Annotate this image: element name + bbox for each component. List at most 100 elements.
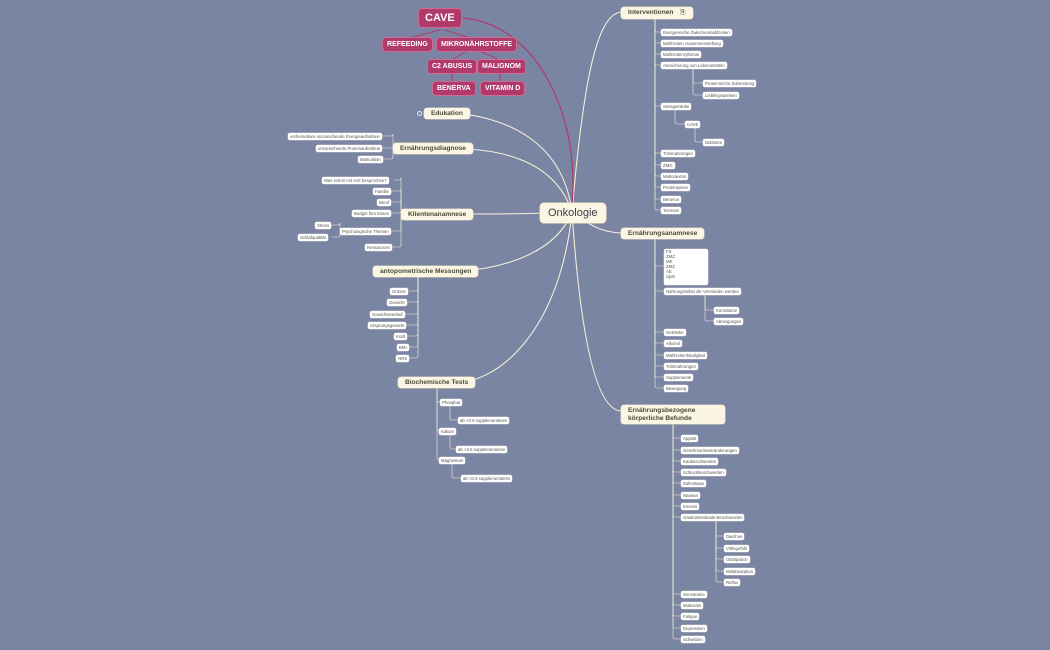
anthro-item[interactable]: NRS [396,355,410,362]
anthro-item[interactable]: Ursprungsgewicht [368,322,407,329]
intervention-item[interactable]: Tocresin [661,207,681,214]
gi-item[interactable]: Obstipation [724,556,750,563]
bio-subitem[interactable]: ab <0.5 supplementieren [458,417,510,424]
klienten-item-psychologische-themen[interactable]: Psychologische Themen [340,228,391,235]
anthro-item[interactable]: Kraft [394,333,408,340]
branch-ernaehrungsanamnese[interactable]: Ernährungsanamnese [621,228,705,239]
klienten-item[interactable]: Ressourcen [365,244,392,251]
edge-gi-item [715,519,725,572]
cave-item-refeeding[interactable]: REFEEDING [383,38,432,51]
befunde-item[interactable]: Schwitzen [681,636,705,643]
suess-cave[interactable]: CAVE [685,121,701,128]
anamnese-item[interactable]: Getränke [664,329,686,336]
befunde-item[interactable]: Kaubeschwerden [681,458,719,465]
diagnose-item[interactable]: Malnutition [358,156,383,163]
anreicherung-item[interactable]: Lieblingsspeisen [703,92,739,99]
cave-item-vitamin-d[interactable]: VITAMIN D [481,82,525,95]
befunde-item[interactable]: Geschmacksveränderungen [681,447,739,454]
branch-anthropometrische-messungen[interactable]: antopometrische Messungen [373,266,479,277]
gi-item[interactable]: Völlegefühl [724,545,750,552]
intervention-item[interactable]: Mahlzeitenrythmus [661,51,702,58]
branch-klientenanamnese[interactable]: Klientenanamnese [401,209,474,220]
branch-biochemische-tests[interactable]: Biochemische Tests [398,377,476,388]
edge-diagnose-item [370,133,394,150]
branch-interventionen[interactable]: Interventionen ⎘ [621,7,693,19]
gi-item[interactable]: Malabsorption [724,568,755,575]
anthro-item[interactable]: BMI [397,344,409,351]
edge-befunde-item [672,424,682,496]
befunde-item[interactable]: Xerostomie [681,591,707,598]
note-line: AE [666,268,672,274]
anamnese-item[interactable]: Trinknahrungen [664,363,698,370]
intervention-item[interactable]: Mahlzeiten zusammenstellung [661,40,723,47]
befunde-item[interactable]: Nausea [681,492,700,499]
vermieden-item[interactable]: Konsistenz [714,307,740,314]
branch-ernaehrungsdiagnose[interactable]: Ernährungsdiagnose [393,143,473,154]
intervention-item-anreicherung[interactable]: Anreicherung von Lebensmitteln [661,62,727,69]
cave-item-mikronaehrstoffe[interactable]: MIKRONÄHRSTOFFE [437,38,517,51]
intervention-item[interactable]: Maltodextrin [661,173,689,180]
cave-diabetes[interactable]: Diabetes [703,139,724,146]
cave-item-malignom[interactable]: MALIGNOM [478,60,525,73]
branch-koerperliche-befunde[interactable]: Ernährungsbezogene körperliche Befunde [621,405,725,425]
edge-intervention-item [654,16,662,211]
diagnose-item[interactable]: vorhersebare unzureichende Energieaufnah… [288,133,382,140]
edge-anamnese-item [654,237,665,378]
bio-item-magnesium[interactable]: Magnesium [439,457,466,464]
intervention-item[interactable]: Benerva [661,196,682,203]
anamnese-item[interactable]: Supplemente [664,374,694,381]
edge-bio-sub [449,404,459,421]
cave-title[interactable]: CAVE [419,9,461,27]
anamnese-item[interactable]: Bewegung [664,385,689,392]
cave-item-c2-abusus[interactable]: C2 ABUSUS [428,60,477,73]
klienten-item[interactable]: Familie [373,188,391,195]
note-icon[interactable]: ⎘ [680,9,686,16]
gi-item[interactable]: Reflux [724,579,741,586]
befunde-item[interactable]: Mukositis [681,602,703,609]
edge-suess-item [674,108,686,125]
bio-item-kalium[interactable]: Kalium [439,428,457,435]
anamnese-item[interactable]: Mahlzeitenhäufigkeit [664,352,708,359]
anamnese-item[interactable]: Alkohol [664,340,683,347]
hint-icon[interactable] [417,111,422,116]
anamnese-note[interactable]: FS ZMZ ME ZMZ AE Spät [664,249,708,285]
befunde-item[interactable]: Emesis [681,503,700,510]
edge-anthro-item [406,275,419,348]
intervention-item[interactable]: Trinknahrungen [661,150,695,157]
cave-item-benerva[interactable]: BENERVA [433,82,475,95]
vermieden-item[interactable]: Abneigungen [714,318,744,325]
edge-edukation [458,112,573,213]
root-node-onkologie[interactable]: Onkologie [540,203,606,223]
intervention-item[interactable]: Energiereiche Zwischenmahlzeiten [661,29,732,36]
edge-befunde-item [672,424,682,473]
befunde-item-gastrointestinal[interactable]: Gastrointestinale Beschwerden [681,514,745,521]
gi-item[interactable]: Diarrhoe [724,533,745,540]
befunde-item[interactable]: Depression [681,625,707,632]
note-line: FS [666,249,672,254]
befunde-item[interactable]: Appetit [681,435,699,442]
edge-anamnese-item [654,237,665,344]
bio-subitem[interactable]: ab <0.5 supplementieren [461,475,513,482]
anreicherung-item[interactable]: Proteinreiche Zubereitung [703,80,757,87]
bio-subitem[interactable]: ab <3.5 supplementieren [456,446,508,453]
klienten-item[interactable]: Beruf [377,199,392,206]
klienten-item[interactable]: Was schon mit Arzt besprochen? [322,177,389,184]
anthro-item[interactable]: Grösse [390,288,408,295]
befunde-item[interactable]: Schluckbeschwerden [681,469,726,476]
diagnose-item[interactable]: unzureichende Proteinaufnahme [316,145,383,152]
bio-item-phosphat[interactable]: Phosphat [440,399,463,406]
anamnese-item-vermieden[interactable]: Nahrungsmittel die Vermieden werden [664,288,741,295]
branch-edukation[interactable]: Edukation [424,108,470,119]
klienten-item[interactable]: Budget fürs Essen [352,210,392,217]
edge-anamnese-item [654,237,665,267]
befunde-item[interactable]: Zahnstatus [681,480,707,487]
befunde-item[interactable]: Fatigue [681,613,700,620]
anthro-item[interactable]: Gewichtsverlauf [370,311,405,318]
intervention-item[interactable]: ZMG [661,162,675,169]
edge-befunde-item [672,424,682,518]
anthro-item[interactable]: Gewicht [387,299,407,306]
psych-item-stress[interactable]: Stress [315,222,332,229]
intervention-item-suessgetraenke[interactable]: Süssgetränke [661,103,692,110]
psych-item-schlafqualitaet[interactable]: Schlafqualität [298,234,328,241]
intervention-item[interactable]: Proteinpulver [661,184,691,191]
